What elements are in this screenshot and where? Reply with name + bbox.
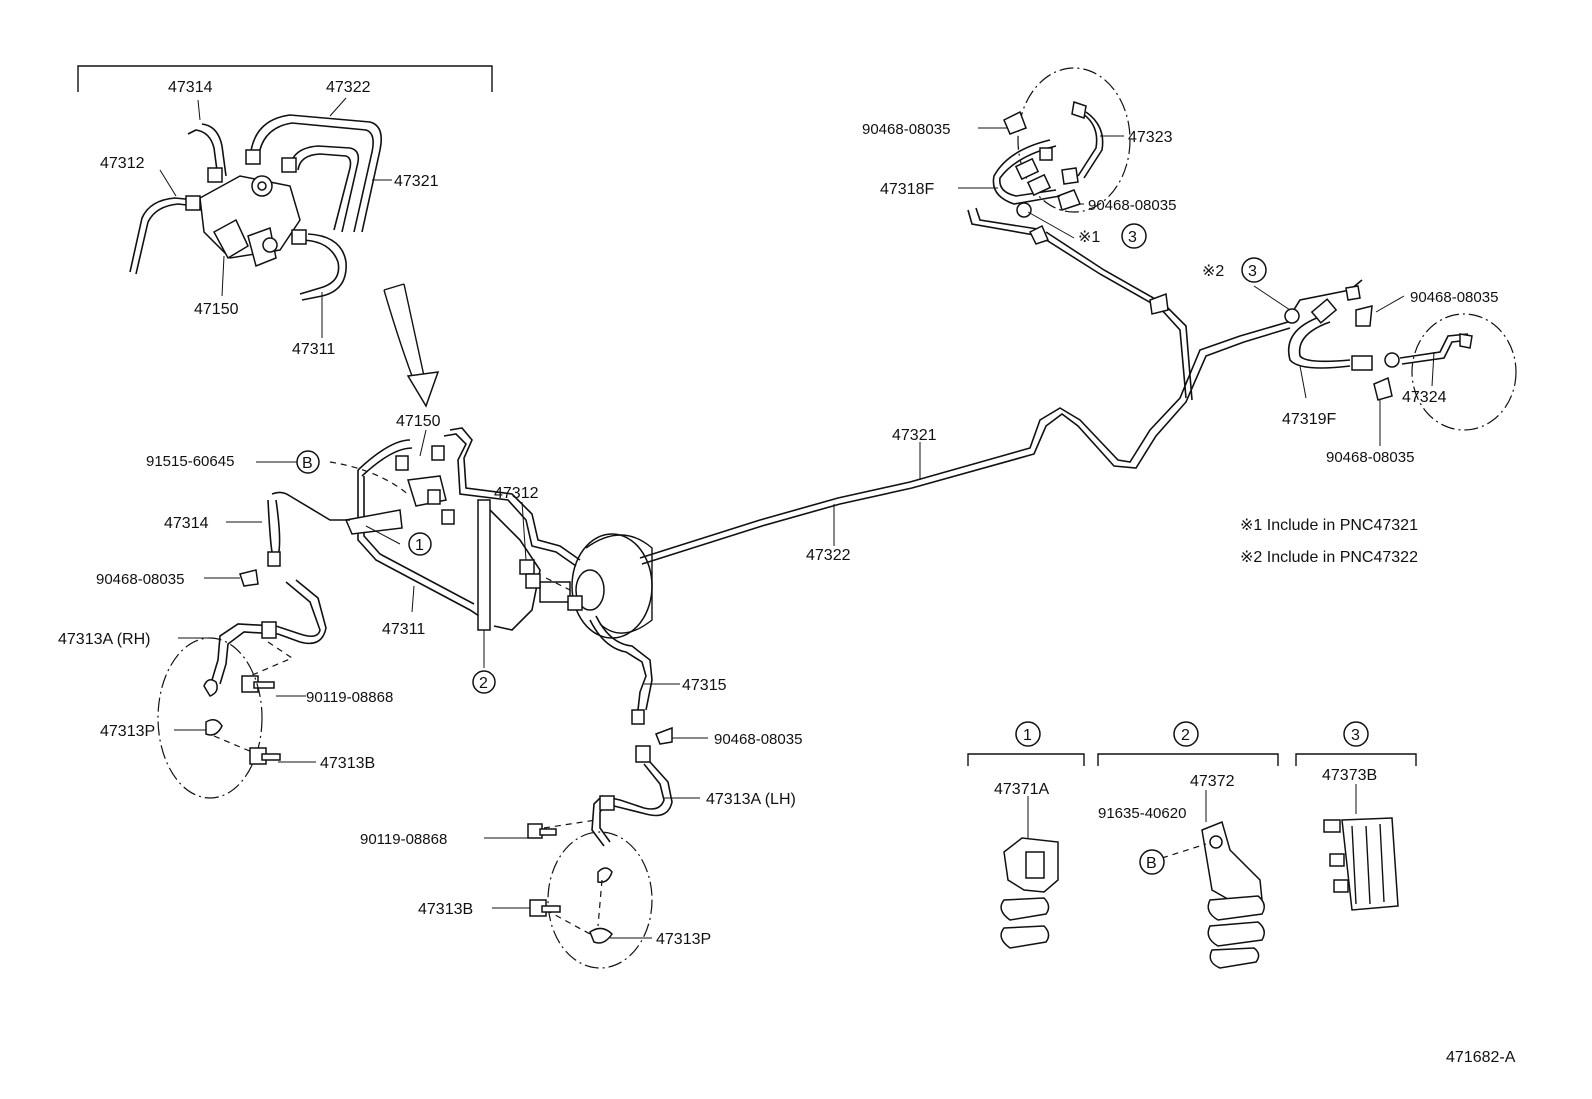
label-47321-inset: 47321 (394, 173, 439, 190)
label-47318f: 47318F (880, 181, 934, 198)
label-90119-08868-lh: 90119-08868 (360, 831, 447, 848)
label-47313b-lh: 47313B (418, 901, 473, 918)
label-47371a: 47371A (994, 781, 1049, 798)
ref-circle-1-detail (1015, 721, 1041, 747)
label-90468-08035-lh: 90468-08035 (714, 731, 802, 748)
label-90468-08035-rh: 90468-08035 (96, 571, 184, 588)
ref-circle-1 (408, 532, 432, 556)
label-47313p-lh: 47313P (656, 931, 711, 948)
label-ref-3b: 3 (1248, 263, 1257, 280)
label-47150: 47150 (396, 413, 441, 430)
label-b-detail: B (1146, 855, 1157, 872)
label-47150-inset: 47150 (194, 301, 239, 318)
label-91635-40620: 91635-40620 (1098, 805, 1186, 822)
label-90468-08035-r2: 90468-08035 (1326, 449, 1414, 466)
label-90468-08035-tr: 90468-08035 (1088, 197, 1176, 214)
label-47373b: 47373B (1322, 767, 1377, 784)
ref-circle-2-detail (1173, 721, 1199, 747)
label-47323: 47323 (1128, 129, 1173, 146)
label-90119-08868-rh: 90119-08868 (306, 689, 393, 706)
part-labels: 47314 47322 47312 47321 47150 47311 4715… (58, 79, 1516, 1066)
label-b-main: B (302, 455, 313, 472)
label-47322: 47322 (806, 547, 851, 564)
label-47314-inset: 47314 (168, 79, 213, 96)
ref-circle-2 (472, 670, 496, 694)
label-47313p-rh: 47313P (100, 723, 155, 740)
label-91515-60645: 91515-60645 (146, 453, 234, 470)
right-assembly (1253, 279, 1517, 446)
note-2: ※2 Include in PNC47322 (1240, 549, 1418, 566)
label-detail-3: 3 (1351, 727, 1360, 744)
inset-valve-assembly (77, 65, 493, 338)
label-47314: 47314 (164, 515, 209, 532)
upper-right-assembly (958, 67, 1131, 245)
label-detail-2: 2 (1181, 727, 1190, 744)
label-ref-2: 2 (479, 675, 488, 692)
ref-circle-3a (1121, 223, 1147, 249)
ref-circle-3-detail (1343, 721, 1369, 747)
lh-hose-assembly (484, 615, 708, 969)
note-1: ※1 Include in PNC47321 (1240, 517, 1418, 534)
label-90468-08035-tl: 90468-08035 (862, 121, 950, 138)
label-90468-08035-r1: 90468-08035 (1410, 289, 1498, 306)
label-47311: 47311 (382, 621, 425, 638)
figure-number: 471682-A (1446, 1049, 1516, 1066)
ref-circle-b-main (296, 450, 320, 474)
label-47315: 47315 (682, 677, 727, 694)
pointer-arrow (383, 283, 440, 408)
label-47324: 47324 (1402, 389, 1447, 406)
label-47322-inset: 47322 (326, 79, 371, 96)
label-47312-inset: 47312 (100, 155, 145, 172)
inset-bracket (77, 65, 493, 92)
label-47313a-rh: 47313A (RH) (58, 631, 151, 648)
ref-circle-b-detail (1139, 849, 1165, 875)
label-47313b-rh: 47313B (320, 755, 375, 772)
label-47372: 47372 (1190, 773, 1235, 790)
label-47312: 47312 (494, 485, 539, 502)
clamp-details (967, 753, 1417, 969)
label-note-2-ref: ※2 (1202, 263, 1224, 280)
rh-hose-assembly (157, 491, 350, 799)
label-ref-1: 1 (415, 537, 424, 554)
label-47311-inset: 47311 (292, 341, 335, 358)
label-note-1-ref: ※1 (1078, 229, 1100, 246)
label-47313a-lh: 47313A (LH) (706, 791, 796, 808)
label-ref-3a: 3 (1128, 229, 1137, 246)
label-detail-1: 1 (1023, 727, 1032, 744)
label-47319f: 47319F (1282, 411, 1336, 428)
label-47321: 47321 (892, 427, 937, 444)
ref-circle-3b (1241, 257, 1267, 283)
main-assembly (256, 231, 1291, 668)
